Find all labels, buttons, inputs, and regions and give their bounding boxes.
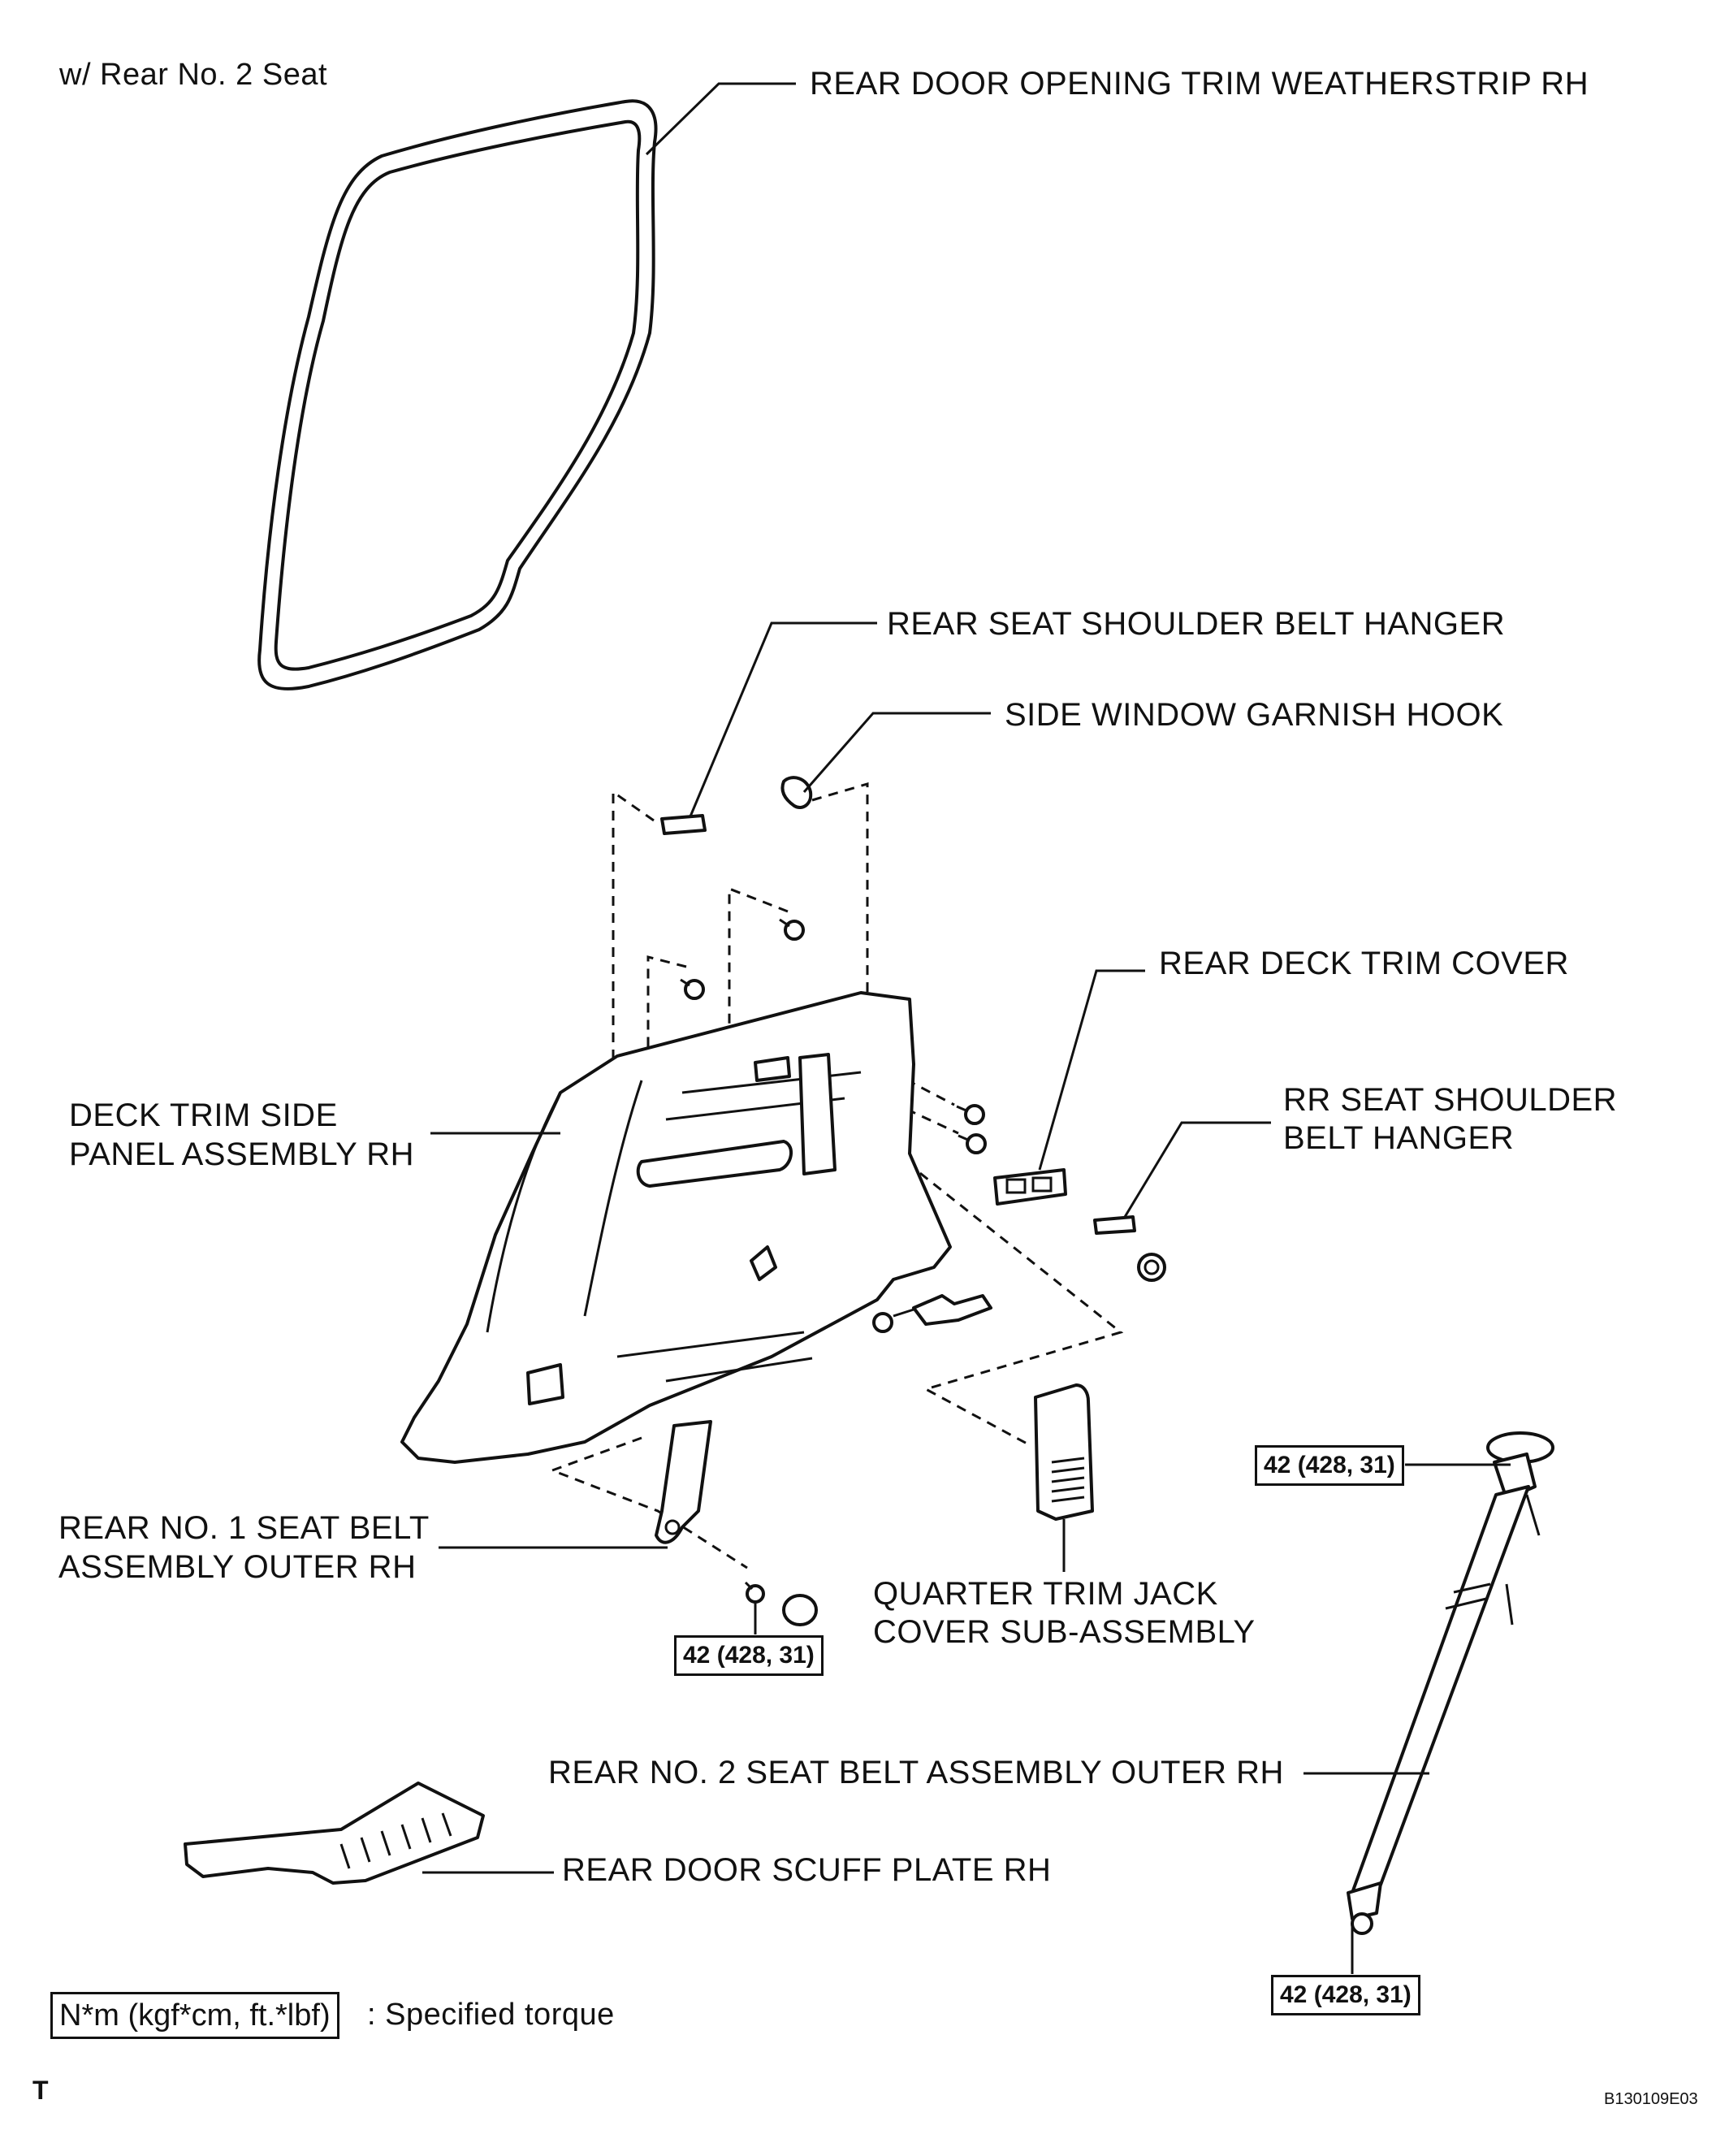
label-jack-cover-line2: COVER SUB-ASSEMBLY	[873, 1614, 1256, 1650]
corner-mark: T	[32, 2076, 49, 2105]
label-no1-belt-line1: REAR NO. 1 SEAT BELT	[58, 1510, 430, 1546]
rr-hanger-leader	[1123, 1121, 1271, 1218]
figure-code: B130109E03	[1604, 2090, 1698, 2108]
label-jack-cover-line1: QUARTER TRIM JACK	[873, 1576, 1218, 1612]
shoulder-hanger-part	[660, 814, 707, 835]
torque-box-no1-anchor: 42 (428, 31)	[674, 1635, 824, 1676]
jack-cover-part	[1034, 1383, 1094, 1521]
variant-note: w/ Rear No. 2 Seat	[59, 58, 328, 92]
garnish-hook-leader	[802, 712, 991, 793]
weatherstrip-leader	[645, 82, 796, 156]
label-no2-belt: REAR NO. 2 SEAT BELT ASSEMBLY OUTER RH	[548, 1755, 1284, 1790]
label-scuff-plate: REAR DOOR SCUFF PLATE RH	[562, 1852, 1052, 1888]
bracket-part	[912, 1294, 992, 1326]
label-shoulder-hanger: REAR SEAT SHOULDER BELT HANGER	[887, 606, 1506, 642]
legend-torque-unit-box: N*m (kgf*cm, ft.*lbf)	[50, 1992, 339, 2039]
torque-box-no2-lower: 42 (428, 31)	[1271, 1975, 1420, 2015]
label-deck-panel-line2: PANEL ASSEMBLY RH	[69, 1136, 414, 1172]
label-rr-hanger-line1: RR SEAT SHOULDER	[1283, 1082, 1618, 1118]
rr-hanger-part	[1093, 1215, 1136, 1235]
deck-panel-part	[400, 991, 952, 1464]
label-no1-belt-line2: ASSEMBLY OUTER RH	[58, 1549, 417, 1585]
fasteners	[680, 918, 1166, 1626]
deck-trim-cover-part	[993, 1168, 1067, 1206]
scuff-plate-part	[184, 1782, 485, 1885]
label-weatherstrip: REAR DOOR OPENING TRIM WEATHERSTRIP RH	[810, 66, 1589, 102]
deck-trim-cover-leader	[1038, 969, 1145, 1171]
label-garnish-hook: SIDE WINDOW GARNISH HOOK	[1005, 697, 1504, 733]
no2-belt-part	[1347, 1431, 1554, 1935]
weatherstrip-part	[257, 99, 658, 691]
torque-box-no2-upper: 42 (428, 31)	[1255, 1445, 1404, 1486]
label-deck-panel-line1: DECK TRIM SIDE	[69, 1097, 338, 1133]
label-rr-hanger-line2: BELT HANGER	[1283, 1120, 1515, 1156]
garnish-hook-part	[780, 776, 813, 809]
legend-description: : Specified torque	[367, 1998, 615, 2032]
no1-belt-part	[655, 1420, 712, 1544]
label-deck-trim-cover: REAR DECK TRIM COVER	[1159, 946, 1569, 981]
assembly-guide-lines	[548, 781, 1124, 1569]
shoulder-hanger-leader	[689, 621, 877, 817]
